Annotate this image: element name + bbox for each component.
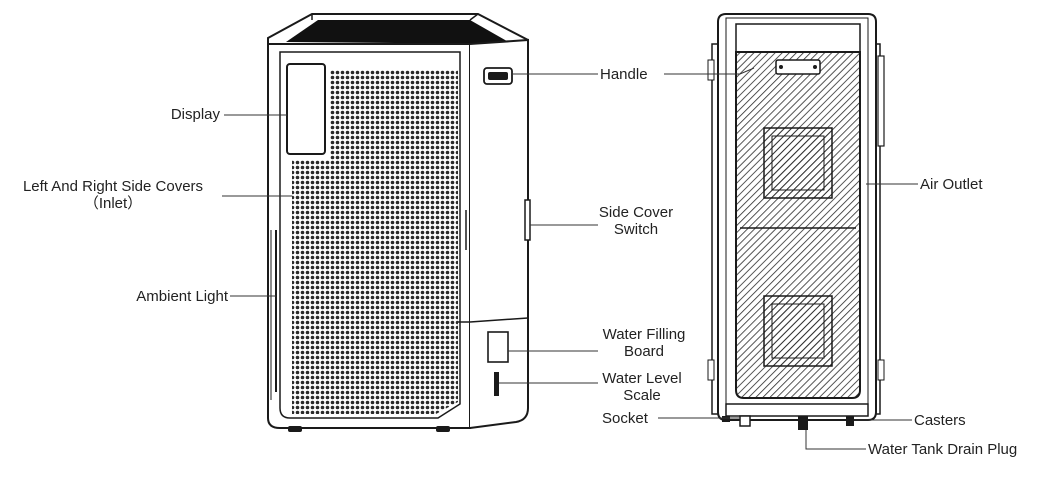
front-view-unit [707,13,885,430]
label-side-cover-switch-line2: Switch [613,221,659,238]
label-water-filling-line2: Board [623,343,665,360]
label-handle: Handle [600,66,648,83]
side-cover-switch [524,199,531,241]
socket [739,415,751,427]
label-socket: Socket [602,410,648,427]
side-view-unit [267,13,531,432]
label-side-covers: Left And Right Side Covers （Inlet） [6,178,220,212]
water-filling-board [487,331,509,363]
label-water-level-scale: Water Level Scale [596,370,688,404]
top-grille [267,13,529,49]
leader-lines [222,67,918,450]
caster [846,416,854,426]
label-water-filling-line1: Water Filling [602,326,686,343]
label-air-outlet: Air Outlet [920,176,983,193]
label-ambient-light: Ambient Light [136,288,228,305]
display-panel [286,63,326,155]
label-water-filling-board: Water Filling Board [596,326,692,360]
label-display: Display [170,106,220,123]
label-side-cover-switch-line1: Side Cover [598,204,674,221]
water-level-scale [494,372,499,396]
label-water-level-line1: Water Level [602,370,682,387]
inlet-mesh [292,70,458,414]
label-drain-plug: Water Tank Drain Plug [868,441,1018,458]
label-side-covers-line2: （Inlet） [83,195,143,212]
label-water-level-line2: Scale [623,387,661,404]
label-casters: Casters [914,412,966,429]
label-side-cover-switch: Side Cover Switch [598,204,674,238]
drain-plug [798,416,808,430]
label-side-covers-line1: Left And Right Side Covers [22,178,204,195]
